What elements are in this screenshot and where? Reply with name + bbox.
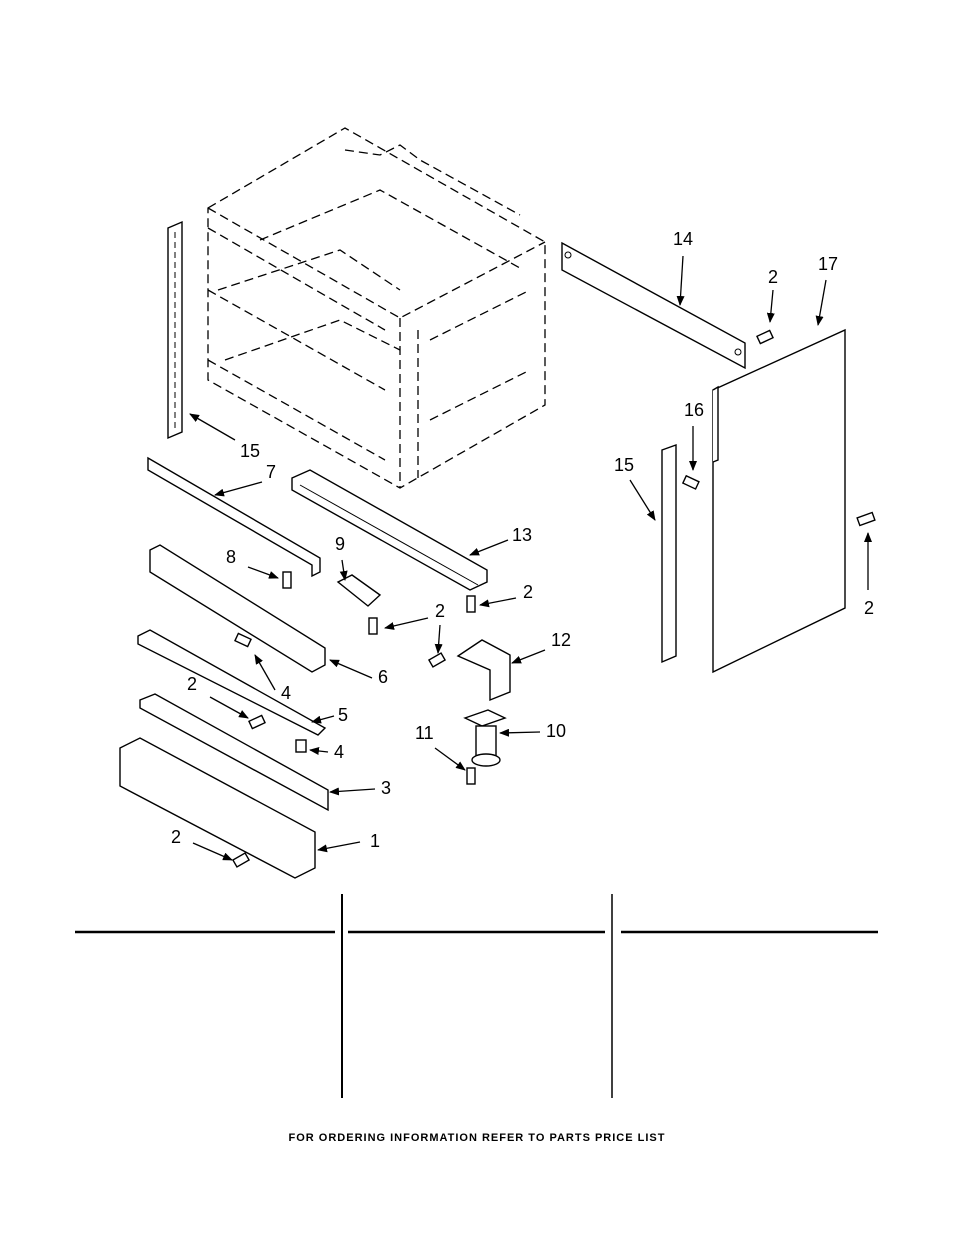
- part-10-leveling-leg: [463, 709, 507, 767]
- callout-10: 10: [546, 721, 566, 741]
- part-3-kickplate-bracket: [139, 693, 329, 812]
- callout-12: 12: [551, 630, 571, 650]
- part-6-channel: [149, 544, 326, 673]
- part-13-base-rail: [291, 469, 488, 591]
- cabinet-outline-dashed: [207, 127, 546, 489]
- screws: [231, 329, 876, 868]
- callout-3: 3: [381, 778, 391, 798]
- callout-15: 15: [614, 455, 634, 475]
- part-1-toe-kick: [119, 737, 316, 879]
- part-17-side-panel: [712, 328, 846, 674]
- part-7-strip: [147, 456, 321, 578]
- callout-13: 13: [512, 525, 532, 545]
- callout-4: 4: [334, 742, 344, 762]
- callout-17: 17: [818, 254, 838, 274]
- part-15-left-rail: [167, 220, 183, 440]
- callout-11: 11: [415, 723, 434, 743]
- callout-2: 2: [171, 827, 181, 847]
- callout-16: 16: [684, 400, 704, 420]
- part-12-bracket: [456, 639, 511, 702]
- callout-2: 2: [523, 582, 533, 602]
- callout-4: 4: [281, 683, 291, 703]
- part-15-right-rail: [661, 444, 677, 664]
- callout-7: 7: [266, 462, 276, 482]
- callout-14: 14: [673, 229, 693, 249]
- parts-table-grid: [75, 894, 878, 1098]
- callout-6: 6: [378, 667, 388, 687]
- callout-8: 8: [226, 547, 236, 567]
- callout-2: 2: [187, 674, 197, 694]
- part-14-bracket: [561, 241, 746, 370]
- callout-5: 5: [338, 705, 348, 725]
- callout-2: 2: [768, 267, 778, 287]
- callout-arrows: [189, 255, 872, 861]
- callout-2: 2: [435, 601, 445, 621]
- callout-15: 15: [240, 441, 260, 461]
- callout-2: 2: [864, 598, 874, 618]
- ordering-info-footer: FOR ORDERING INFORMATION REFER TO PARTS …: [288, 1132, 666, 1144]
- part-5-strip: [137, 629, 327, 736]
- callout-9: 9: [335, 534, 345, 554]
- callout-1: 1: [370, 831, 380, 851]
